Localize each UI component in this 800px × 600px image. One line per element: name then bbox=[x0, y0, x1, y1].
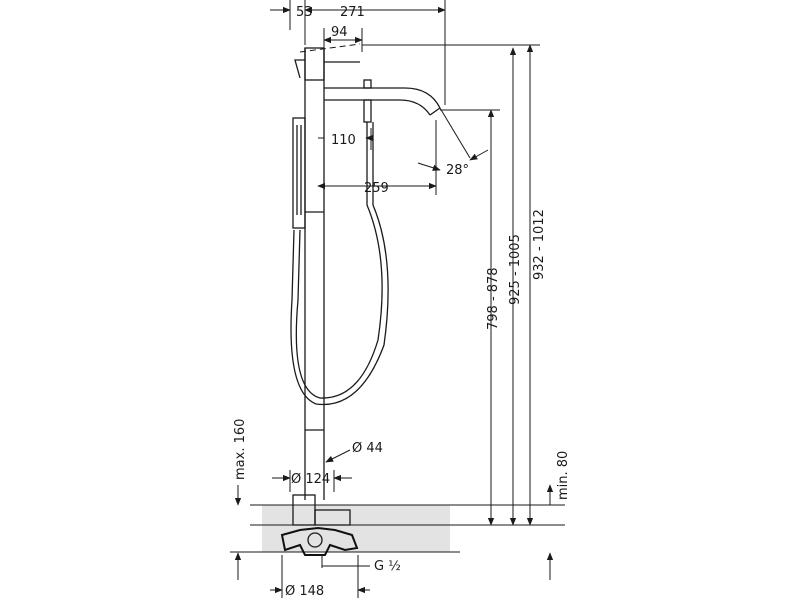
dim-phi-148: Ø 148 bbox=[285, 584, 324, 599]
dim-g-half: G ½ bbox=[374, 559, 401, 574]
dim-diameter-124 bbox=[272, 470, 352, 492]
shower-hose bbox=[290, 122, 389, 406]
dim-259: 259 bbox=[364, 181, 389, 196]
dim-798-878: 798 - 878 bbox=[486, 267, 501, 330]
dim-28-deg: 28° bbox=[446, 163, 469, 178]
handle-lever bbox=[294, 43, 361, 79]
dim-top-widths bbox=[270, 0, 446, 105]
dim-max-160-label: max. 160 bbox=[233, 419, 248, 480]
dim-94: 94 bbox=[331, 25, 348, 40]
base-valve bbox=[280, 494, 359, 556]
dim-110: 110 bbox=[331, 133, 356, 148]
dim-heights bbox=[362, 44, 554, 580]
dim-phi-44: Ø 44 bbox=[352, 441, 383, 456]
dim-271: 271 bbox=[340, 5, 365, 20]
floor-plane bbox=[230, 504, 565, 553]
dim-53: 53 bbox=[296, 5, 313, 20]
hand-shower bbox=[292, 117, 306, 229]
dim-min-80: min. 80 bbox=[556, 451, 571, 500]
dim-spout-reach bbox=[317, 120, 437, 195]
mixer-column bbox=[304, 47, 325, 500]
dim-spout-angle bbox=[417, 107, 489, 171]
dim-phi-124: Ø 124 bbox=[291, 472, 330, 487]
dim-932-1012: 932 - 1012 bbox=[532, 209, 547, 280]
spout bbox=[324, 79, 441, 123]
dim-diameter-44 bbox=[325, 449, 351, 463]
dim-925-1005: 925 - 1005 bbox=[508, 234, 523, 305]
dim-diameter-148 bbox=[270, 555, 370, 598]
